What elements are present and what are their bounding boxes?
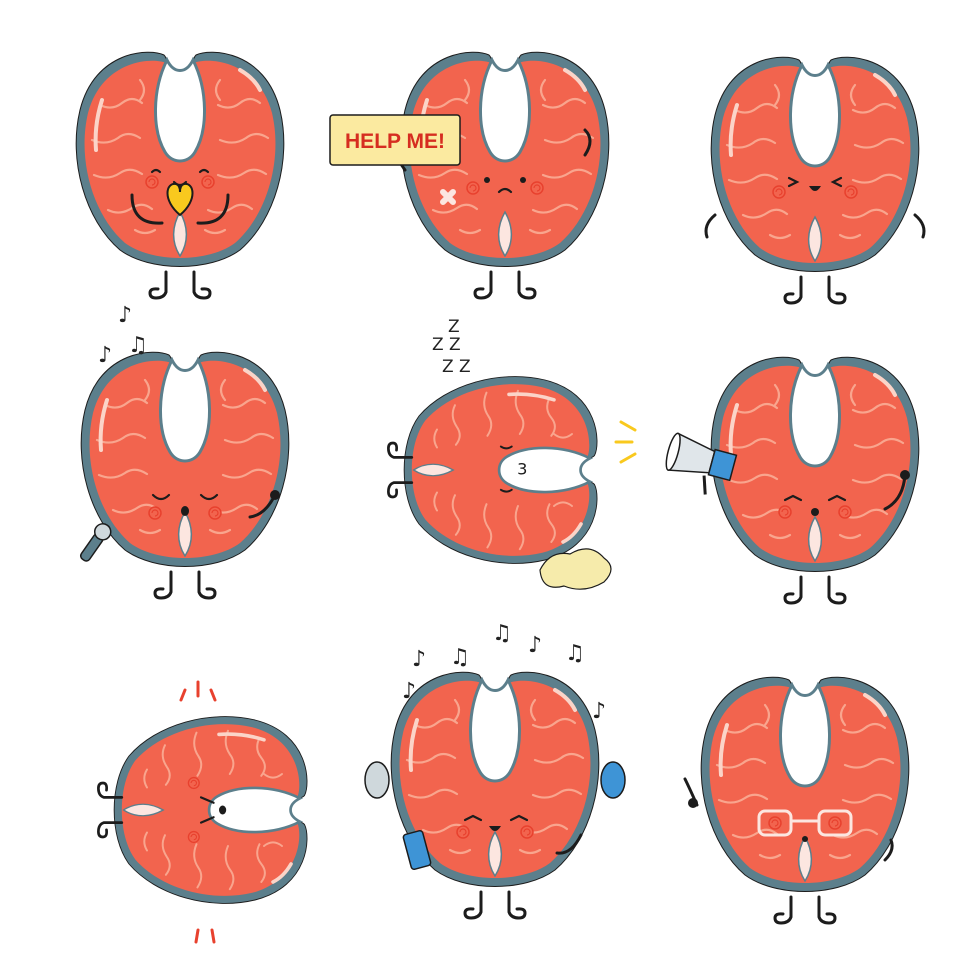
megaphone-icon [665, 432, 738, 495]
music-note-icon: ♪ [118, 303, 132, 328]
character-angry [97, 714, 309, 906]
help-sign-text: HELP ME! [345, 130, 445, 153]
headphones-icon [364, 761, 626, 799]
character-headphones [364, 670, 626, 920]
character-glasses [683, 675, 911, 925]
character-megaphone [614, 355, 921, 605]
music-note-icon: ♫ [492, 621, 512, 646]
music-note-icon: ♫ [450, 645, 470, 670]
help-sign: HELP ME! [329, 114, 461, 166]
music-note-icon: ♫ [565, 641, 585, 666]
phone-icon [402, 829, 432, 871]
music-note-icon: ♪ [592, 699, 606, 724]
character-holding-heart [74, 50, 286, 300]
character-singing [79, 350, 291, 600]
sleep-z-icon: Z Z [432, 335, 461, 355]
character-help-sign: HELP ME! [329, 50, 611, 300]
microphone-icon [79, 523, 112, 562]
sleep-z-icon: Z Z [442, 357, 471, 377]
music-note-icon: ♪ [412, 647, 426, 672]
svg-text:3: 3 [517, 460, 527, 479]
character-happy [704, 55, 926, 305]
heart-icon [166, 182, 194, 217]
anger-marks [179, 680, 217, 944]
music-note-icon: ♪ [98, 343, 112, 368]
music-note-icon: ♪ [402, 679, 416, 704]
sleep-z-icon: Z [448, 317, 460, 337]
character-sleeping: 3 [387, 374, 599, 566]
glasses-icon [757, 809, 853, 842]
music-note-icon: ♪ [528, 633, 542, 658]
music-note-icon: ♫ [128, 333, 148, 358]
fart-cloud [539, 548, 612, 590]
